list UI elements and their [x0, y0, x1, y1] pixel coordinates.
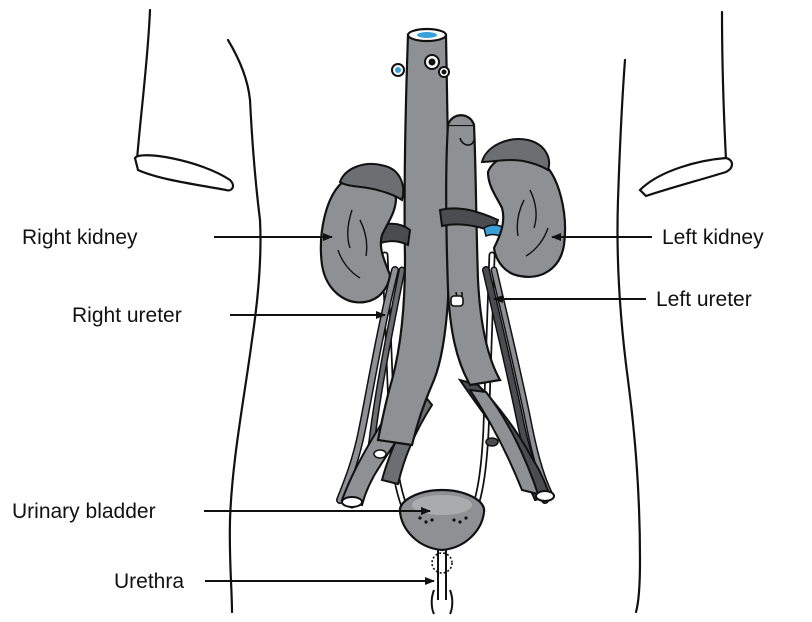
label-left-kidney: Left kidney [552, 226, 764, 249]
urethra [432, 550, 453, 614]
label-urethra: Urethra [114, 570, 434, 593]
left-iliac-vessels [460, 380, 554, 501]
left-kidney-label: Left kidney [662, 226, 764, 249]
urethra-label: Urethra [114, 570, 184, 593]
right-ureter-label: Right ureter [72, 304, 182, 327]
label-urinary-bladder: Urinary bladder [12, 500, 430, 523]
label-left-ureter: Left ureter [494, 288, 752, 311]
right-kidney-label: Right kidney [22, 226, 138, 249]
right-arm-stump [135, 155, 233, 190]
urinary-bladder [400, 490, 484, 550]
left-ureter-label: Left ureter [656, 288, 752, 311]
urinary-bladder-label: Urinary bladder [12, 500, 156, 523]
left-arm-stump [640, 158, 732, 196]
label-right-ureter: Right ureter [72, 304, 385, 327]
label-right-kidney: Right kidney [22, 226, 332, 249]
